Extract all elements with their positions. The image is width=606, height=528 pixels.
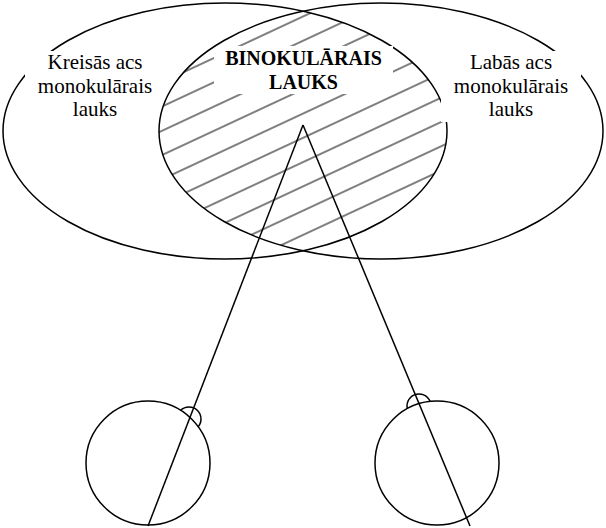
ellipse-line xyxy=(159,3,603,259)
field-label: BINOKULĀRAIS LAUKS xyxy=(214,46,393,94)
left-eye xyxy=(86,401,210,525)
monocular-field: Labās acs monokulārais lauks xyxy=(158,2,604,260)
hatched-overlap xyxy=(158,2,448,260)
field-label: Labās acs monokulārais lauks xyxy=(441,51,581,122)
binocular-field: BINOKULĀRAIS LAUKS xyxy=(158,2,448,260)
field-label: Kreisās acs monokulārais lauks xyxy=(25,51,165,122)
ellipse-outline xyxy=(158,2,604,260)
ellipse-line xyxy=(3,3,447,259)
right-eye xyxy=(375,401,499,525)
hatching xyxy=(158,2,448,260)
